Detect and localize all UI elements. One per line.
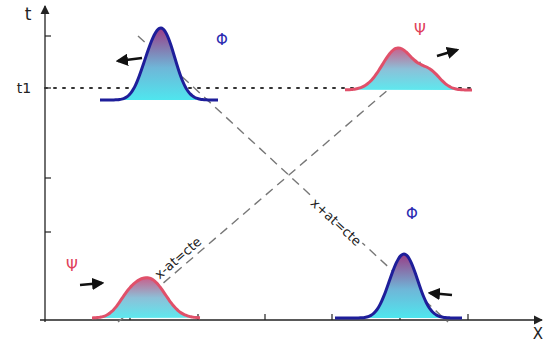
phi-packet (335, 254, 462, 318)
function-label: Φ (216, 33, 228, 48)
psi-packet-fill (345, 48, 472, 90)
function-label: Ψ (414, 23, 426, 38)
phi-packet-fill (335, 254, 462, 318)
function-label: Φ (406, 207, 418, 222)
axis-label: X (533, 327, 543, 342)
t-axis (44, 6, 45, 322)
direction-arrows (80, 50, 457, 295)
psi-packet-fill (92, 278, 200, 318)
axis-tick-label: t1 (17, 81, 31, 95)
phi-packet (100, 28, 218, 100)
psi-packet (345, 48, 472, 90)
psi-packet (92, 278, 200, 318)
x-axis (40, 319, 542, 320)
function-label: Ψ (66, 259, 78, 274)
characteristic-label: x-at=cte (150, 233, 206, 284)
axis-label: t (25, 6, 32, 23)
phi-packet-fill (100, 28, 218, 100)
characteristic-label: x+at=cte (306, 194, 365, 250)
